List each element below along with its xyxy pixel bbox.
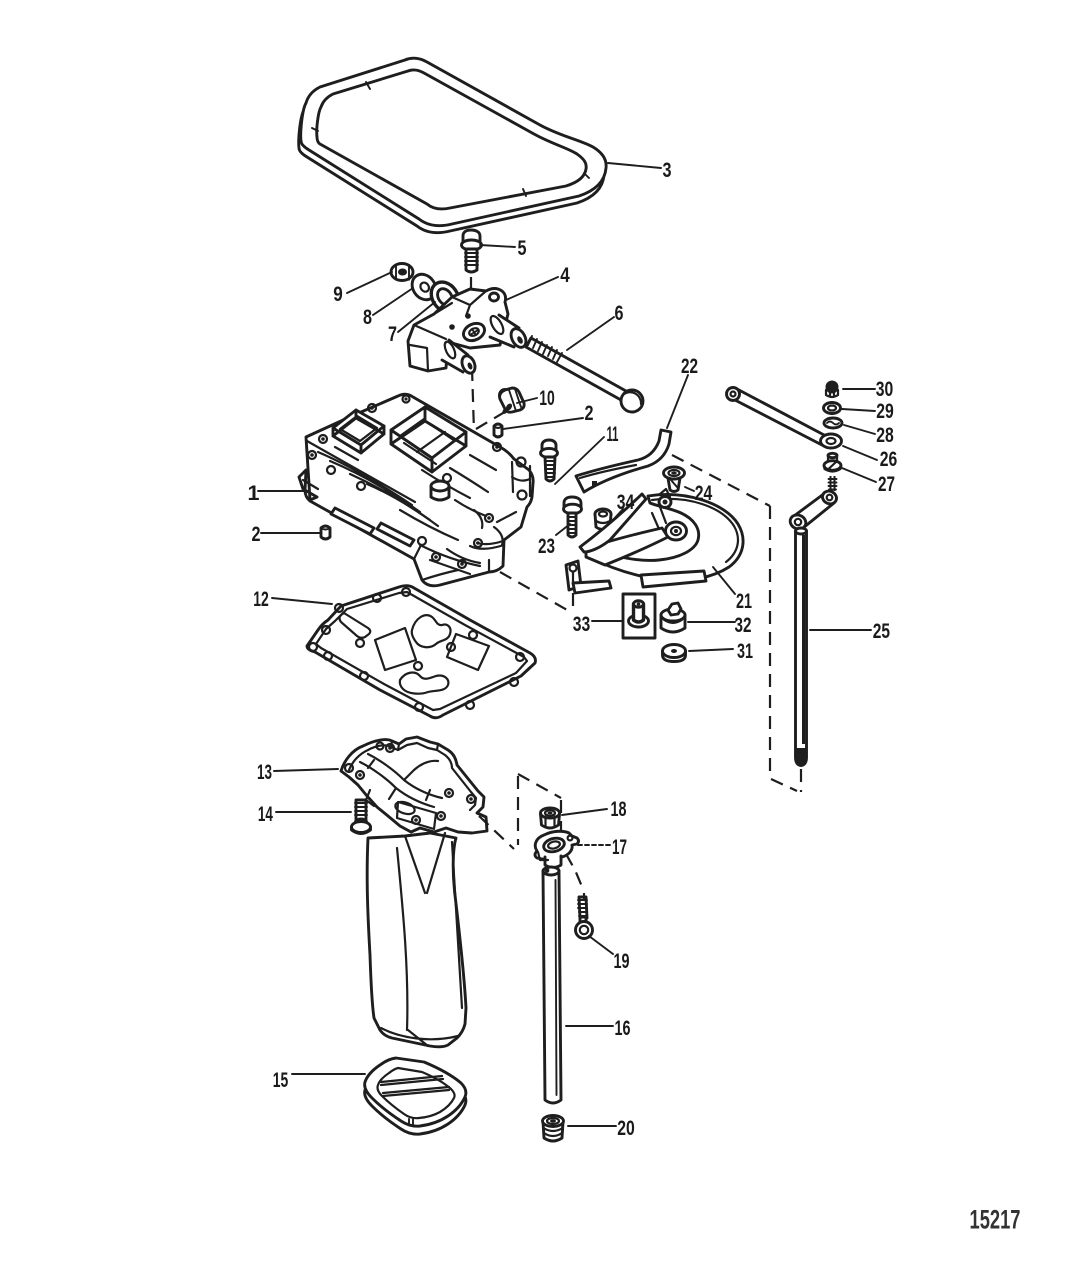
svg-text:30: 30	[876, 377, 894, 401]
svg-text:24: 24	[695, 481, 713, 505]
svg-text:17: 17	[612, 835, 627, 859]
svg-text:8: 8	[363, 305, 372, 329]
svg-text:3: 3	[663, 158, 672, 182]
svg-text:32: 32	[735, 613, 752, 637]
svg-text:26: 26	[880, 447, 898, 471]
svg-text:11: 11	[607, 422, 619, 446]
svg-text:28: 28	[876, 423, 894, 447]
svg-text:2: 2	[585, 401, 594, 425]
svg-text:6: 6	[615, 301, 624, 325]
svg-text:14: 14	[258, 802, 273, 826]
svg-text:25: 25	[873, 619, 890, 643]
svg-text:15217: 15217	[970, 1205, 1021, 1235]
svg-text:16: 16	[615, 1016, 631, 1040]
svg-text:29: 29	[876, 399, 894, 423]
svg-text:33: 33	[573, 612, 591, 636]
svg-text:23: 23	[538, 534, 555, 558]
svg-text:9: 9	[333, 282, 343, 306]
svg-text:5: 5	[518, 236, 527, 260]
svg-text:2: 2	[252, 522, 261, 546]
svg-text:31: 31	[737, 639, 753, 663]
svg-text:19: 19	[614, 949, 630, 973]
svg-text:1: 1	[248, 481, 260, 505]
svg-text:4: 4	[560, 263, 570, 287]
svg-text:7: 7	[388, 322, 397, 346]
svg-text:22: 22	[681, 354, 698, 378]
svg-text:13: 13	[257, 760, 272, 784]
svg-text:21: 21	[736, 589, 752, 613]
svg-text:20: 20	[617, 1116, 635, 1140]
svg-text:12: 12	[253, 587, 269, 611]
svg-text:34: 34	[617, 490, 635, 514]
svg-text:10: 10	[539, 386, 555, 410]
svg-text:18: 18	[611, 797, 627, 821]
svg-text:15: 15	[273, 1068, 289, 1092]
svg-text:27: 27	[878, 472, 895, 496]
